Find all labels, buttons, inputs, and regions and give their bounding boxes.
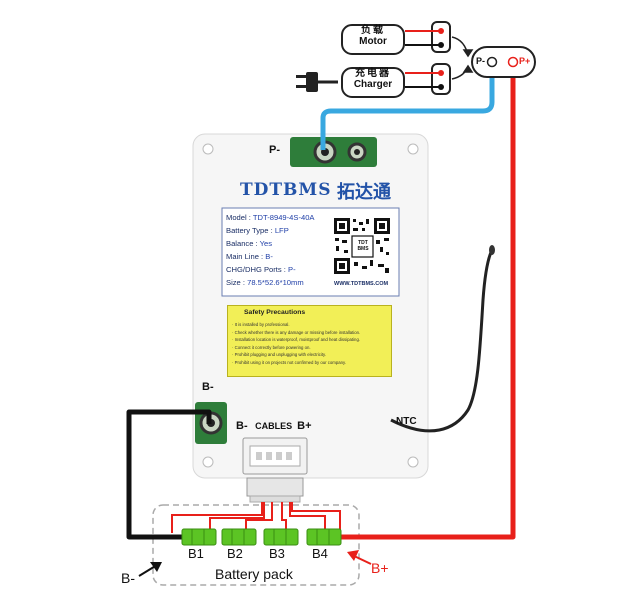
balance-wires bbox=[171, 502, 341, 533]
cell-label-b2: B2 bbox=[227, 546, 243, 561]
safety-item: · It is installed by professional. bbox=[232, 322, 290, 327]
brand-logo-cn: 拓达通 bbox=[337, 182, 391, 202]
battery-b-minus-label: B- bbox=[121, 570, 135, 586]
qr-url: WWW.TDTBMS.COM bbox=[334, 281, 389, 287]
p-minus-socket bbox=[486, 56, 498, 68]
motor-device: 负载 Motor bbox=[341, 24, 405, 55]
p-minus-wire bbox=[320, 67, 495, 150]
cables-b-minus: B- bbox=[236, 420, 248, 432]
ac-plug-icon bbox=[296, 72, 338, 92]
qr-code bbox=[333, 217, 391, 275]
b-minus-arrow bbox=[138, 562, 162, 577]
b-minus-wire bbox=[126, 409, 212, 540]
spec-list: Model : TDT-8949-4S-40A Battery Type : L… bbox=[226, 211, 336, 289]
cell-label-b1: B1 bbox=[188, 546, 204, 561]
brand-logo: TDTBMS bbox=[240, 180, 332, 200]
safety-item: · Prohibit using it on projects not conf… bbox=[232, 359, 347, 365]
battery-b-plus-label: B+ bbox=[371, 560, 389, 576]
mounting-holes bbox=[202, 143, 419, 468]
connector-p-plus-label: P+ bbox=[519, 56, 531, 66]
connector-p-minus-label: P- bbox=[476, 56, 485, 66]
safety-item: · Check whether there is any damage or m… bbox=[232, 329, 361, 335]
b-plus-wire bbox=[340, 67, 516, 540]
board-p-minus-label: P- bbox=[269, 144, 280, 156]
battery-cells bbox=[181, 528, 342, 546]
safety-precautions: Safety Precautions · It is installed by … bbox=[227, 305, 392, 377]
spec-size: Size : 78.5*52.6*10mm bbox=[226, 278, 304, 287]
safety-list: · It is installed by professional. · Che… bbox=[232, 321, 360, 367]
spec-balance: Balance : Yes bbox=[226, 239, 273, 248]
cell-label-b4: B4 bbox=[312, 546, 328, 561]
safety-item: · Connect it correctly before powering o… bbox=[232, 344, 311, 350]
connection-arrows bbox=[451, 36, 474, 80]
motor-plug bbox=[405, 21, 451, 53]
charger-device: 充电器 Charger bbox=[341, 67, 405, 98]
cables-text: CABLES bbox=[255, 421, 293, 431]
board-ntc-label: NTC bbox=[396, 416, 417, 427]
battery-pack-label: Battery pack bbox=[215, 566, 293, 582]
battery-pack-frame bbox=[152, 504, 360, 586]
safety-item: · Installation location is waterproof, m… bbox=[232, 337, 361, 343]
safety-item: · Prohibit plugging and unplugging with … bbox=[232, 352, 327, 358]
spec-battery-type: Battery Type : LFP bbox=[226, 226, 289, 235]
motor-label-en: Motor bbox=[359, 35, 387, 47]
charger-label-cn: 充电器 bbox=[355, 68, 391, 79]
board-b-minus-label: B- bbox=[202, 381, 214, 393]
p-plus-socket bbox=[507, 56, 519, 68]
spec-model: Model : TDT-8949-4S-40A bbox=[226, 213, 315, 222]
qr-center-text: TDT BMS bbox=[357, 240, 369, 252]
cables-b-plus: B+ bbox=[297, 420, 312, 432]
ntc-wire bbox=[390, 249, 494, 433]
b-plus-arrow bbox=[347, 550, 372, 565]
cell-label-b3: B3 bbox=[269, 546, 285, 561]
charger-label-en: Charger bbox=[353, 78, 393, 90]
motor-label-cn: 负载 bbox=[361, 25, 385, 36]
spec-main-line: Main Line : B- bbox=[226, 252, 273, 261]
safety-title: Safety Precautions bbox=[244, 309, 306, 316]
cables-row: B- CABLES B+ bbox=[236, 420, 312, 432]
balance-plug bbox=[246, 477, 304, 497]
spec-ports: CHG/DHG Ports : P- bbox=[226, 265, 296, 274]
output-connector bbox=[471, 46, 536, 78]
charger-plug bbox=[405, 63, 451, 95]
